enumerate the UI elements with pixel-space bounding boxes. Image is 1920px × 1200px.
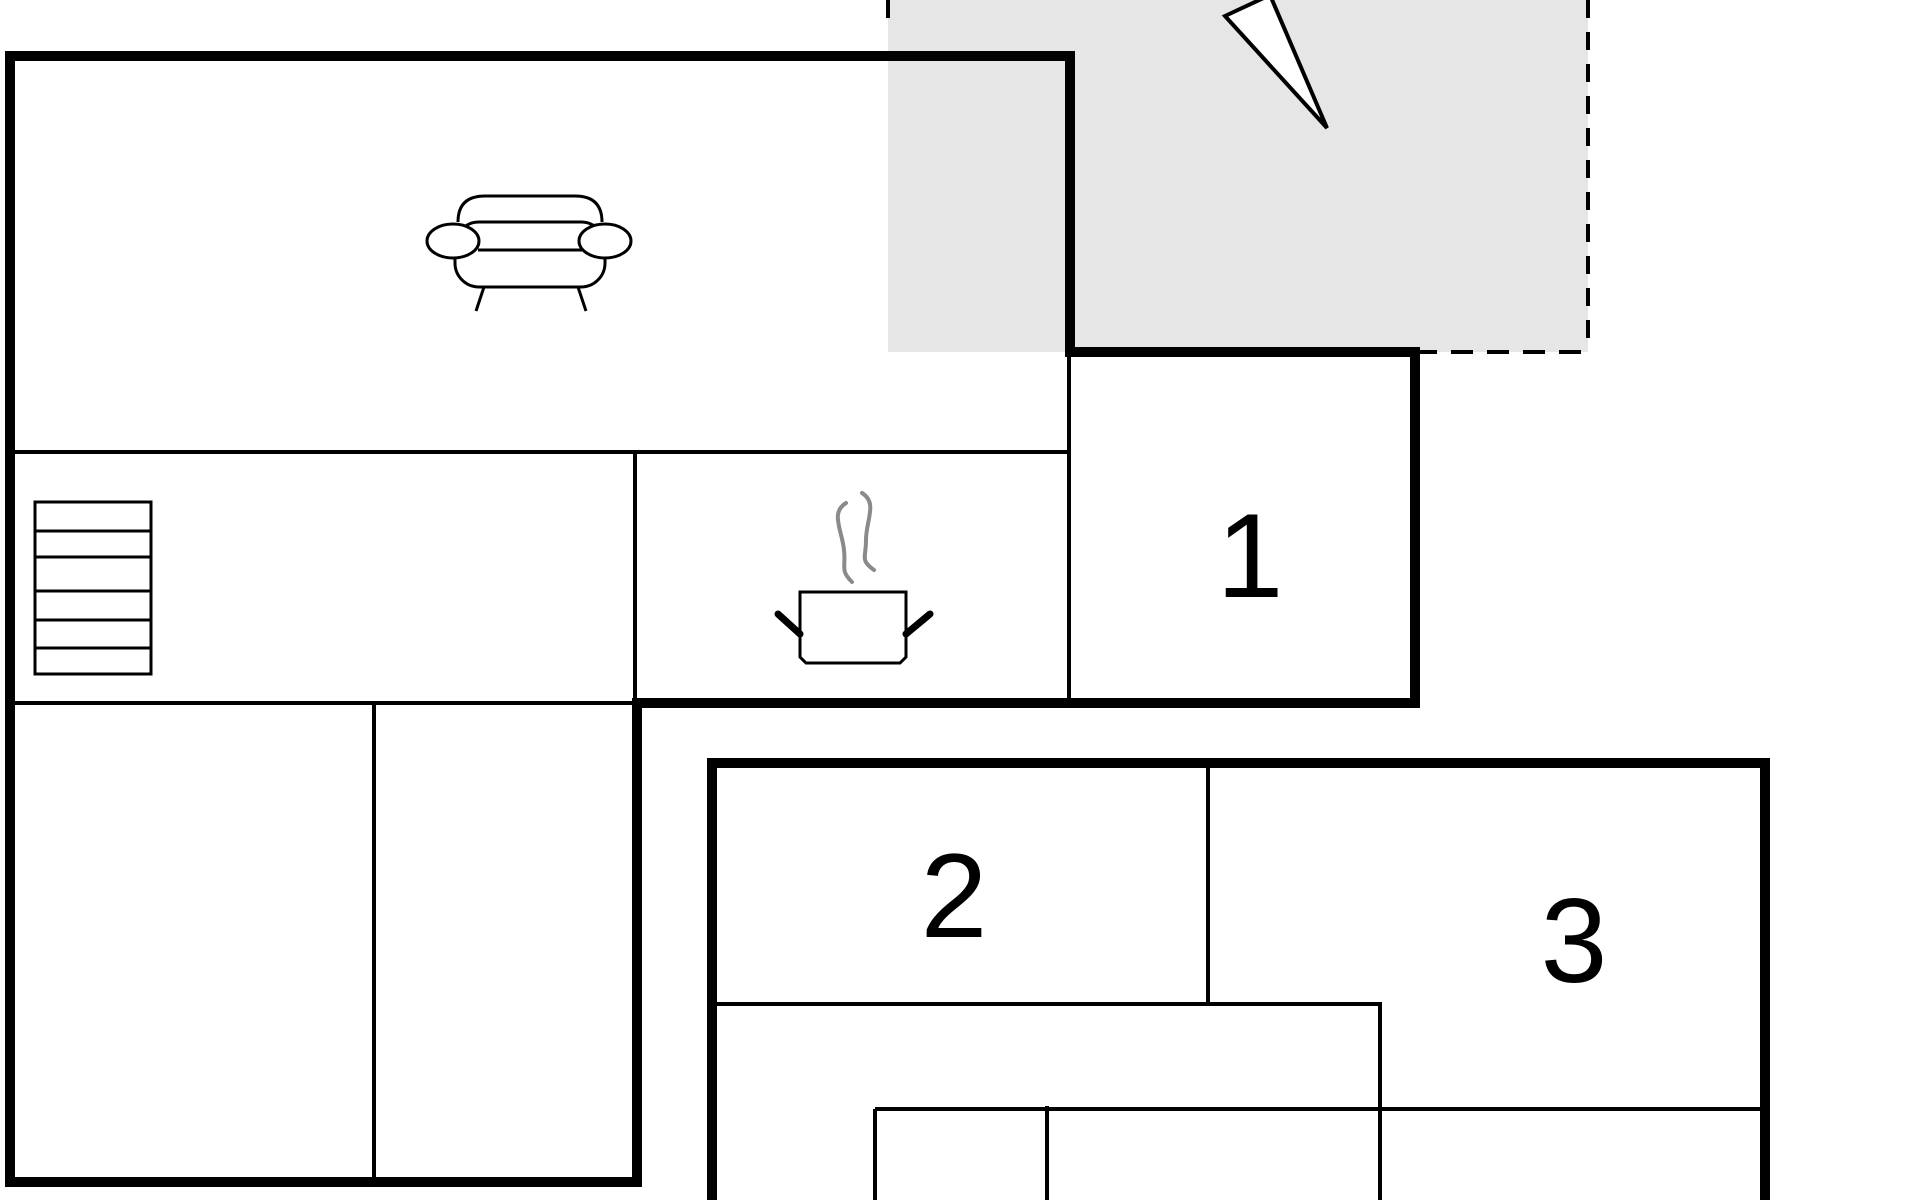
room-3-label: 3: [1541, 874, 1608, 1008]
main-house-interior-walls: [14, 352, 1071, 1178]
main-house-walls: [5, 51, 1420, 1187]
stairs-icon: [33, 500, 153, 676]
sofa-icon: [425, 194, 633, 312]
annex-interior-walls: [716, 765, 1762, 1200]
north-arrow-icon: [1221, 0, 1329, 130]
room-1-label: 1: [1217, 489, 1284, 623]
cooking-pot-icon: [774, 491, 934, 665]
room-2-label: 2: [921, 829, 988, 963]
annex-walls: [707, 758, 1770, 1200]
